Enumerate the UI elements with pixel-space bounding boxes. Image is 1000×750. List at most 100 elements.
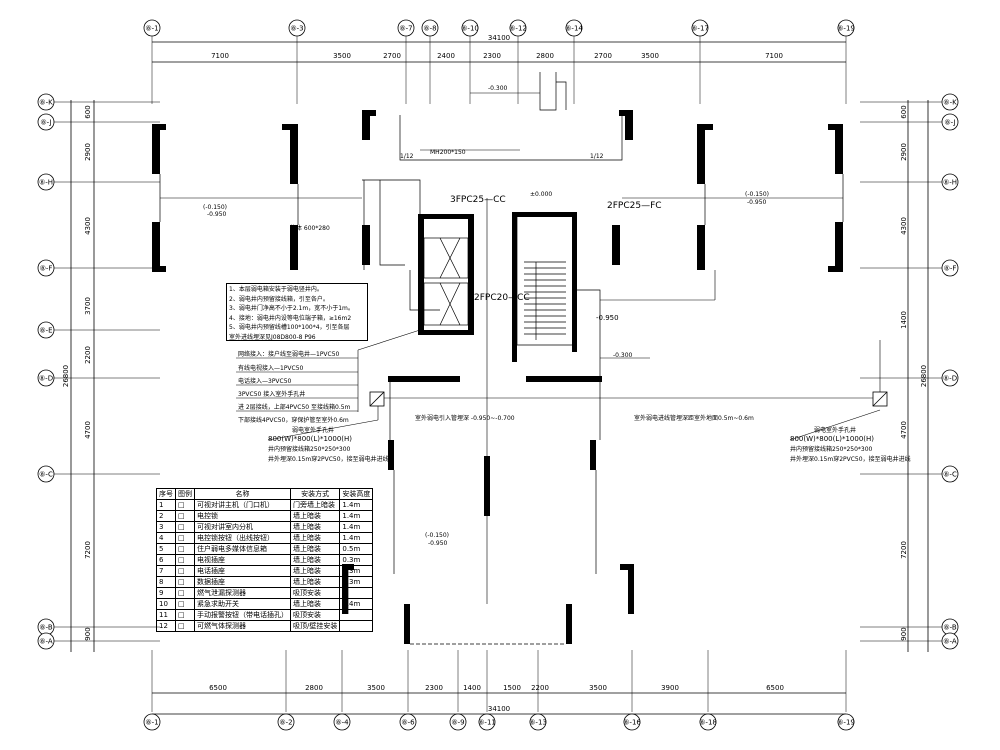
- dimension-text: 3900: [661, 684, 679, 692]
- pvc-lines: 网络接入：接户线至弱电井—1PVC50 有线电视接入—1PVC50 电话接入—3…: [238, 350, 351, 424]
- axis-bubble-bottom: ⑧-2: [277, 713, 295, 731]
- axis-bubble-right: ⑧-A: [941, 632, 959, 650]
- axis-bubble-right: ⑧-D: [941, 369, 959, 387]
- legend-install: 门旁墙上暗装: [289, 499, 341, 511]
- legend-install: 墙上暗装: [289, 554, 341, 566]
- level-right-1: (-0.150): [745, 191, 769, 198]
- dimension-text: 2800: [536, 52, 554, 60]
- axis-label: ⑧-K: [39, 99, 53, 107]
- legend-name: 可视对讲室内分机: [194, 521, 291, 533]
- level-a: -0.300: [488, 85, 508, 92]
- dimension-text: 3500: [641, 52, 659, 60]
- legend-install: 吸顶安装: [289, 587, 341, 599]
- axis-bubble-bottom: ⑧-11: [478, 713, 496, 731]
- dimension-lines: [70, 41, 929, 715]
- axis-bubble-left: ⑧-B: [37, 618, 55, 636]
- legend-symbol-icon: □: [175, 620, 195, 632]
- legend-install: 吸顶安装: [289, 609, 341, 621]
- well-left-1: 弱电室外手孔井: [292, 426, 334, 434]
- axis-bubble-right: ⑧-F: [941, 259, 959, 277]
- legend-symbol-icon: □: [175, 576, 195, 588]
- legend-num: 8: [156, 576, 176, 588]
- legend-height: [339, 587, 374, 599]
- legend-install: 墙上暗装: [289, 598, 341, 610]
- legend-num: 12: [156, 620, 176, 632]
- pipe-note-left: 室外弱电引入管埋深 -0.950~-0.700: [415, 414, 515, 422]
- axis-label: ⑧-C: [39, 471, 53, 479]
- dimension-text: 1500: [503, 684, 521, 692]
- dimension-text: 4700: [900, 421, 908, 439]
- note-3: 3、弱电井门净高不小于2.1m，宽不小于1m。: [229, 305, 354, 312]
- level-left-1: (-0.150): [203, 204, 227, 211]
- legend-header: 图例: [175, 488, 195, 500]
- axis-bubble-top: ⑧-1: [143, 19, 161, 37]
- legend-name: 紧急求助开关: [194, 598, 291, 610]
- box-label: 箱体 600*280: [290, 224, 330, 232]
- axis-bubble-right: ⑧-J: [941, 113, 959, 131]
- axis-label: ⑧-10: [461, 25, 479, 33]
- axis-bubble-bottom: ⑧-1: [143, 713, 161, 731]
- axis-label: ⑧-16: [623, 719, 641, 727]
- level-center-1: (-0.150): [425, 532, 449, 539]
- legend-name: 电话插座: [194, 565, 291, 577]
- dimension-text: 26800: [62, 365, 70, 387]
- pvc-line-3: 电话接入—3PVC50: [238, 377, 292, 385]
- legend-header-row: 序号 图例 名称 安装方式 安装高度: [156, 488, 374, 500]
- legend-symbol-icon: □: [175, 598, 195, 610]
- axis-bubble-top: ⑧-12: [509, 19, 527, 37]
- legend-header: 安装高度: [339, 488, 374, 500]
- legend-row: 9□燃气泄漏探测器吸顶安装: [156, 587, 374, 599]
- axis-bubble-top: ⑧-10: [461, 19, 479, 37]
- legend-install: 墙上暗装: [289, 576, 341, 588]
- dimension-text: 2300: [425, 684, 443, 692]
- legend-install: 墙上暗装: [289, 510, 341, 522]
- dimension-text: 3500: [589, 684, 607, 692]
- axis-label: ⑧-9: [451, 719, 464, 727]
- legend-height: 0.3m: [339, 554, 374, 566]
- walls: [152, 110, 843, 644]
- legend-row: 12□可燃气体探测器吸顶/壁挂安装: [156, 620, 374, 632]
- axis-label: ⑧-1: [145, 25, 158, 33]
- note-1: 1、本层弱电箱安装于弱电竖井内。: [229, 286, 323, 293]
- axis-bubble-bottom: ⑧-4: [333, 713, 351, 731]
- axis-bubble-top: ⑧-8: [421, 19, 439, 37]
- dimension-text: 7200: [84, 541, 92, 559]
- dimension-text: 7100: [211, 52, 229, 60]
- dimension-text: 6500: [209, 684, 227, 692]
- dimension-text: 2800: [305, 684, 323, 692]
- dimension-text: 3500: [333, 52, 351, 60]
- axis-label: ⑧-H: [39, 179, 53, 187]
- well-left-2: 800(W)*800(L)*1000(H): [268, 435, 352, 443]
- dimension-text: 600: [900, 105, 908, 118]
- axis-bubble-left: ⑧-E: [37, 321, 55, 339]
- axis-bubble-left: ⑧-J: [37, 113, 55, 131]
- axis-bubble-bottom: ⑧-13: [529, 713, 547, 731]
- axis-bubble-bottom: ⑧-6: [399, 713, 417, 731]
- dimension-text: 3700: [84, 297, 92, 315]
- drawing-labels: 3FPC25—CC 2FPC25—FC 2FPC20—CC MH200*150 …: [203, 85, 769, 547]
- axis-label: ⑧-11: [478, 719, 496, 727]
- dimension-text: 7200: [900, 541, 908, 559]
- legend-name: 电视插座: [194, 554, 291, 566]
- note-6: 室外进线埋深见J08D800-8 P96: [229, 333, 316, 341]
- axis-label: ⑧-D: [943, 375, 957, 383]
- axis-label: ⑧-14: [565, 25, 583, 33]
- dimension-text: 2200: [531, 684, 549, 692]
- level-center-2: -0.950: [428, 540, 448, 547]
- legend-num: 6: [156, 554, 176, 566]
- axis-label: ⑧-3: [290, 25, 303, 33]
- axis-label: ⑧-J: [944, 119, 955, 127]
- axis-bubble-top: ⑧-7: [397, 19, 415, 37]
- axis-label: ⑧-2: [279, 719, 292, 727]
- legend-install: 墙上暗装: [289, 521, 341, 533]
- axis-bubble-left: ⑧-F: [37, 259, 55, 277]
- legend-symbol-icon: □: [175, 499, 195, 511]
- half-label-2: 1/12: [590, 153, 604, 160]
